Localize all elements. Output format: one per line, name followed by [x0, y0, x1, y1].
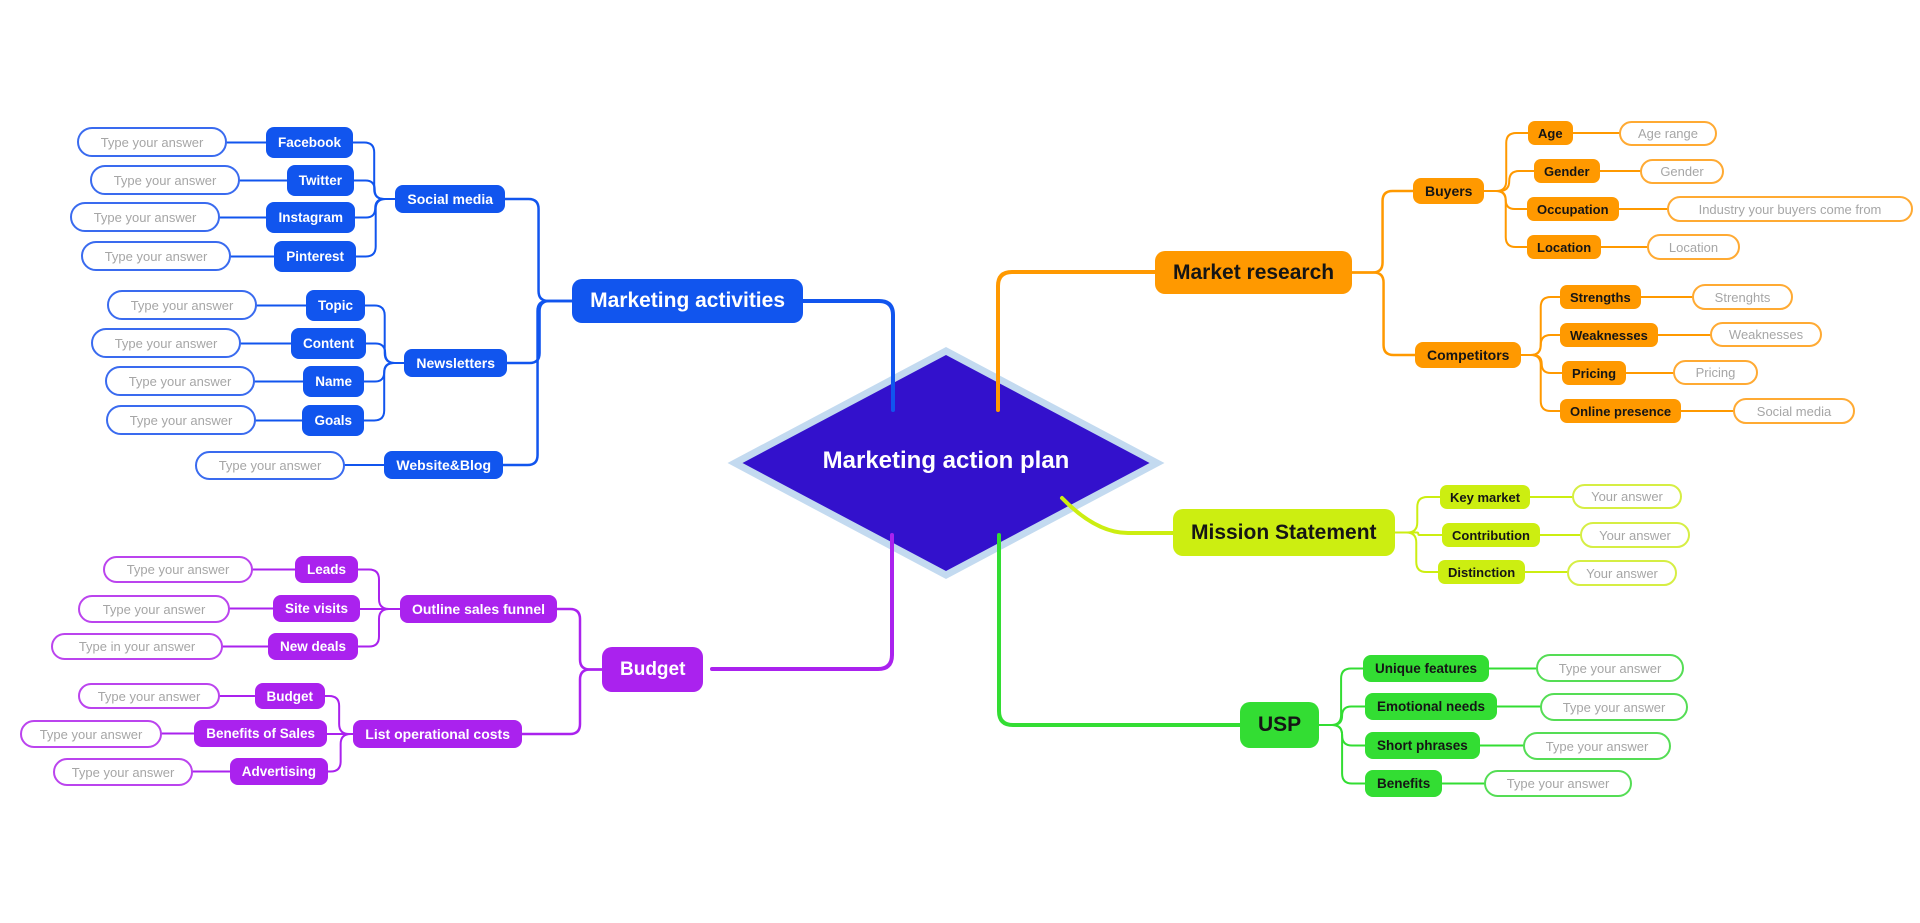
center-topic-diamond[interactable] [727, 347, 1165, 579]
node-site-visits[interactable]: Site visits [272, 595, 360, 622]
oval-instagram[interactable]: Type your answer [70, 202, 220, 232]
oval-pinterest[interactable]: Type your answer [81, 241, 231, 271]
node-operational-costs[interactable]: List operational costs [353, 720, 522, 748]
node-new-deals[interactable]: New deals [267, 633, 358, 660]
oval-benefits[interactable]: Type your answer [1484, 770, 1632, 797]
oval-unique-features[interactable]: Type your answer [1536, 654, 1684, 682]
node-advertising[interactable]: Advertising [229, 758, 328, 785]
node-goals[interactable]: Goals [302, 405, 364, 436]
oval-advertising[interactable]: Type your answer [53, 758, 193, 786]
node-usp[interactable]: USP [1240, 702, 1320, 748]
oval-new-deals[interactable]: Type in your answer [51, 633, 223, 660]
node-competitors[interactable]: Competitors [1415, 342, 1522, 368]
node-website-blog[interactable]: Website&Blog [384, 451, 503, 479]
oval-location[interactable]: Location [1647, 234, 1740, 260]
node-gender[interactable]: Gender [1534, 159, 1600, 183]
node-key-market[interactable]: Key market [1440, 485, 1531, 509]
node-weaknesses[interactable]: Weaknesses [1560, 323, 1658, 347]
node-strengths[interactable]: Strengths [1560, 285, 1641, 309]
center-topic-label: Marketing action plan [822, 447, 1070, 474]
node-mission-statement[interactable]: Mission Statement [1173, 509, 1395, 556]
oval-benefits-of-sales[interactable]: Type your answer [20, 720, 162, 748]
node-pinterest[interactable]: Pinterest [274, 241, 356, 272]
oval-facebook[interactable]: Type your answer [77, 127, 227, 157]
oval-contribution[interactable]: Your answer [1580, 522, 1690, 548]
node-pricing[interactable]: Pricing [1562, 361, 1627, 385]
node-twitter[interactable]: Twitter [286, 165, 354, 196]
node-short-phrases[interactable]: Short phrases [1365, 732, 1480, 759]
oval-twitter[interactable]: Type your answer [90, 165, 240, 195]
node-age[interactable]: Age [1528, 121, 1573, 145]
node-market-research[interactable]: Market research [1155, 251, 1353, 294]
oval-website-blog[interactable]: Type your answer [195, 451, 345, 480]
oval-pricing[interactable]: Pricing [1673, 360, 1758, 385]
oval-name[interactable]: Type your answer [105, 366, 255, 396]
oval-age[interactable]: Age range [1619, 121, 1717, 146]
node-distinction[interactable]: Distinction [1438, 560, 1526, 584]
node-social-media[interactable]: Social media [395, 185, 505, 213]
oval-strengths[interactable]: Strenghts [1692, 284, 1793, 310]
node-unique-features[interactable]: Unique features [1363, 655, 1490, 682]
node-buyers[interactable]: Buyers [1413, 178, 1485, 204]
node-newsletters[interactable]: Newsletters [404, 349, 507, 377]
node-budget-item[interactable]: Budget [254, 683, 325, 709]
node-leads[interactable]: Leads [294, 556, 358, 583]
node-name[interactable]: Name [303, 366, 364, 397]
oval-weaknesses[interactable]: Weaknesses [1710, 322, 1822, 347]
oval-occupation[interactable]: Industry your buyers come from [1667, 196, 1913, 222]
node-facebook[interactable]: Facebook [265, 127, 353, 158]
oval-goals[interactable]: Type your answer [106, 405, 256, 435]
oval-online-presence[interactable]: Social media [1733, 398, 1855, 424]
node-content[interactable]: Content [291, 328, 366, 359]
oval-topic[interactable]: Type your answer [107, 290, 257, 320]
oval-budget-item[interactable]: Type your answer [78, 683, 220, 709]
oval-short-phrases[interactable]: Type your answer [1523, 732, 1671, 760]
oval-site-visits[interactable]: Type your answer [78, 595, 230, 623]
node-location[interactable]: Location [1527, 235, 1602, 259]
oval-gender[interactable]: Gender [1640, 159, 1724, 184]
node-topic[interactable]: Topic [306, 290, 365, 321]
node-contribution[interactable]: Contribution [1442, 523, 1540, 547]
node-emotional-needs[interactable]: Emotional needs [1365, 693, 1498, 720]
oval-distinction[interactable]: Your answer [1567, 560, 1677, 586]
oval-key-market[interactable]: Your answer [1572, 484, 1682, 509]
node-sales-funnel[interactable]: Outline sales funnel [399, 595, 557, 623]
node-benefits[interactable]: Benefits [1365, 770, 1443, 797]
oval-leads[interactable]: Type your answer [103, 556, 253, 583]
oval-emotional-needs[interactable]: Type your answer [1540, 693, 1688, 721]
node-online-presence[interactable]: Online presence [1560, 399, 1682, 423]
oval-content[interactable]: Type your answer [91, 328, 241, 358]
node-marketing-activities[interactable]: Marketing activities [572, 279, 803, 323]
node-budget[interactable]: Budget [602, 647, 704, 692]
node-benefits-of-sales[interactable]: Benefits of Sales [194, 720, 327, 747]
node-occupation[interactable]: Occupation [1527, 197, 1619, 221]
node-instagram[interactable]: Instagram [266, 202, 355, 233]
